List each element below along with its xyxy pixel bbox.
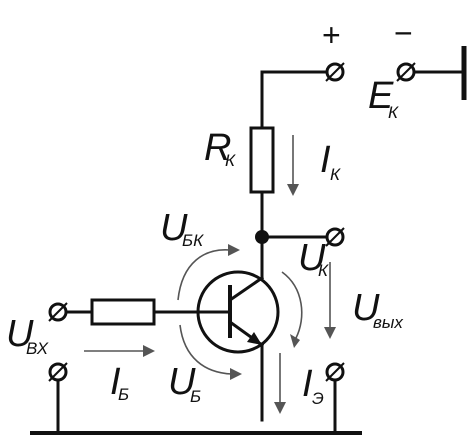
collector-current-label-sub: К xyxy=(330,165,341,184)
supply-label-sub: К xyxy=(388,103,399,122)
minus-sign: − xyxy=(394,15,413,51)
emitter-current-arrow xyxy=(274,353,286,414)
emitter-current-label-sub: Э xyxy=(312,389,324,408)
base-voltage-label: U xyxy=(168,361,196,403)
ground-terminal-right xyxy=(325,362,345,382)
emitter-current-label: I xyxy=(302,363,313,405)
base-current-label: I xyxy=(110,361,121,403)
base-collector-voltage-arrow xyxy=(177,244,240,301)
base-current-label-sub: Б xyxy=(118,385,129,404)
supply-label: E xyxy=(368,75,394,117)
base-collector-voltage-label: U xyxy=(160,207,188,249)
collector-voltage-label-sub: К xyxy=(318,261,329,280)
collector-resistor: R К xyxy=(204,126,275,194)
collector-voltage-arrow xyxy=(281,271,303,348)
output-voltage-label: U xyxy=(352,287,380,329)
collector-voltage-label: U xyxy=(298,237,326,279)
base-collector-voltage-label-sub: БК xyxy=(182,231,204,250)
base-voltage-arrow xyxy=(179,324,242,380)
collector-resistor-label-sub: К xyxy=(225,151,236,170)
base-voltage-label-sub: Б xyxy=(190,387,201,406)
collector-current-arrow xyxy=(287,135,299,196)
minus-terminal xyxy=(396,62,416,82)
collector-current-label: I xyxy=(320,139,331,181)
transistor-emitter-arrow xyxy=(247,332,262,345)
output-terminal xyxy=(325,227,345,247)
base-current-arrow xyxy=(84,345,155,357)
collector-resistor-label: R xyxy=(204,127,231,169)
output-voltage-label-sub: вых xyxy=(373,313,403,332)
input-voltage-label-sub: ВХ xyxy=(26,339,49,358)
ground-terminal-left xyxy=(48,362,68,382)
input-terminal xyxy=(48,302,68,322)
supply-rail: + − E К xyxy=(260,15,467,130)
input-voltage-label: U xyxy=(6,313,34,355)
output-voltage-arrow xyxy=(324,262,336,339)
base-resistor xyxy=(90,298,156,326)
plus-terminal xyxy=(325,62,345,82)
transistor-collector-lead xyxy=(227,275,265,303)
plus-sign: + xyxy=(322,17,341,53)
